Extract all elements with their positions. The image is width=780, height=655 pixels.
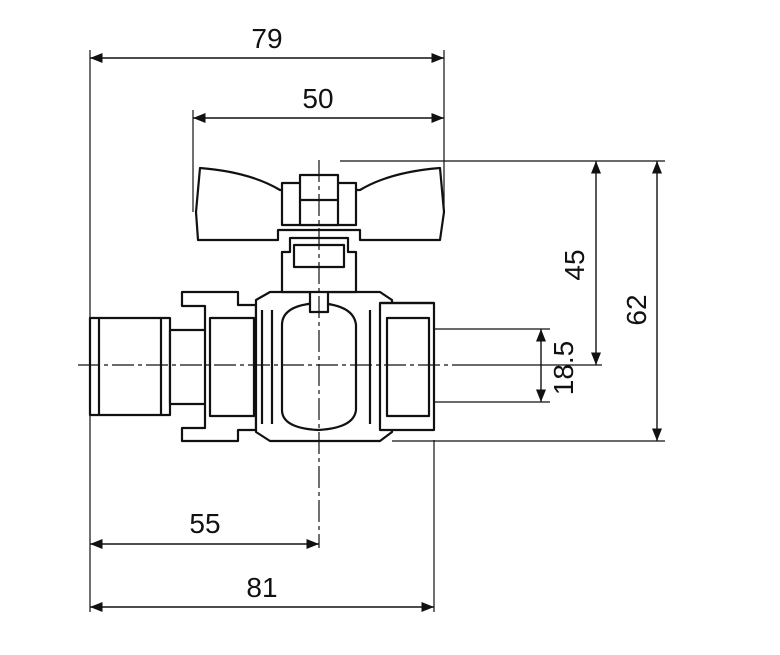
dim-label-79: 79 <box>251 23 282 54</box>
dim-label-81: 81 <box>246 572 277 603</box>
dim-label-18-5: 18.5 <box>548 341 579 396</box>
valve-body <box>88 290 436 443</box>
dim-label-62: 62 <box>621 294 652 325</box>
dim-label-50: 50 <box>302 83 333 114</box>
dimension-lines <box>90 52 663 613</box>
left-threaded-end <box>88 316 172 417</box>
dim-label-45: 45 <box>559 249 590 280</box>
dim-label-55: 55 <box>189 508 220 539</box>
stem-assembly <box>194 166 446 314</box>
center-lines <box>78 160 468 548</box>
extension-lines <box>89 50 665 612</box>
